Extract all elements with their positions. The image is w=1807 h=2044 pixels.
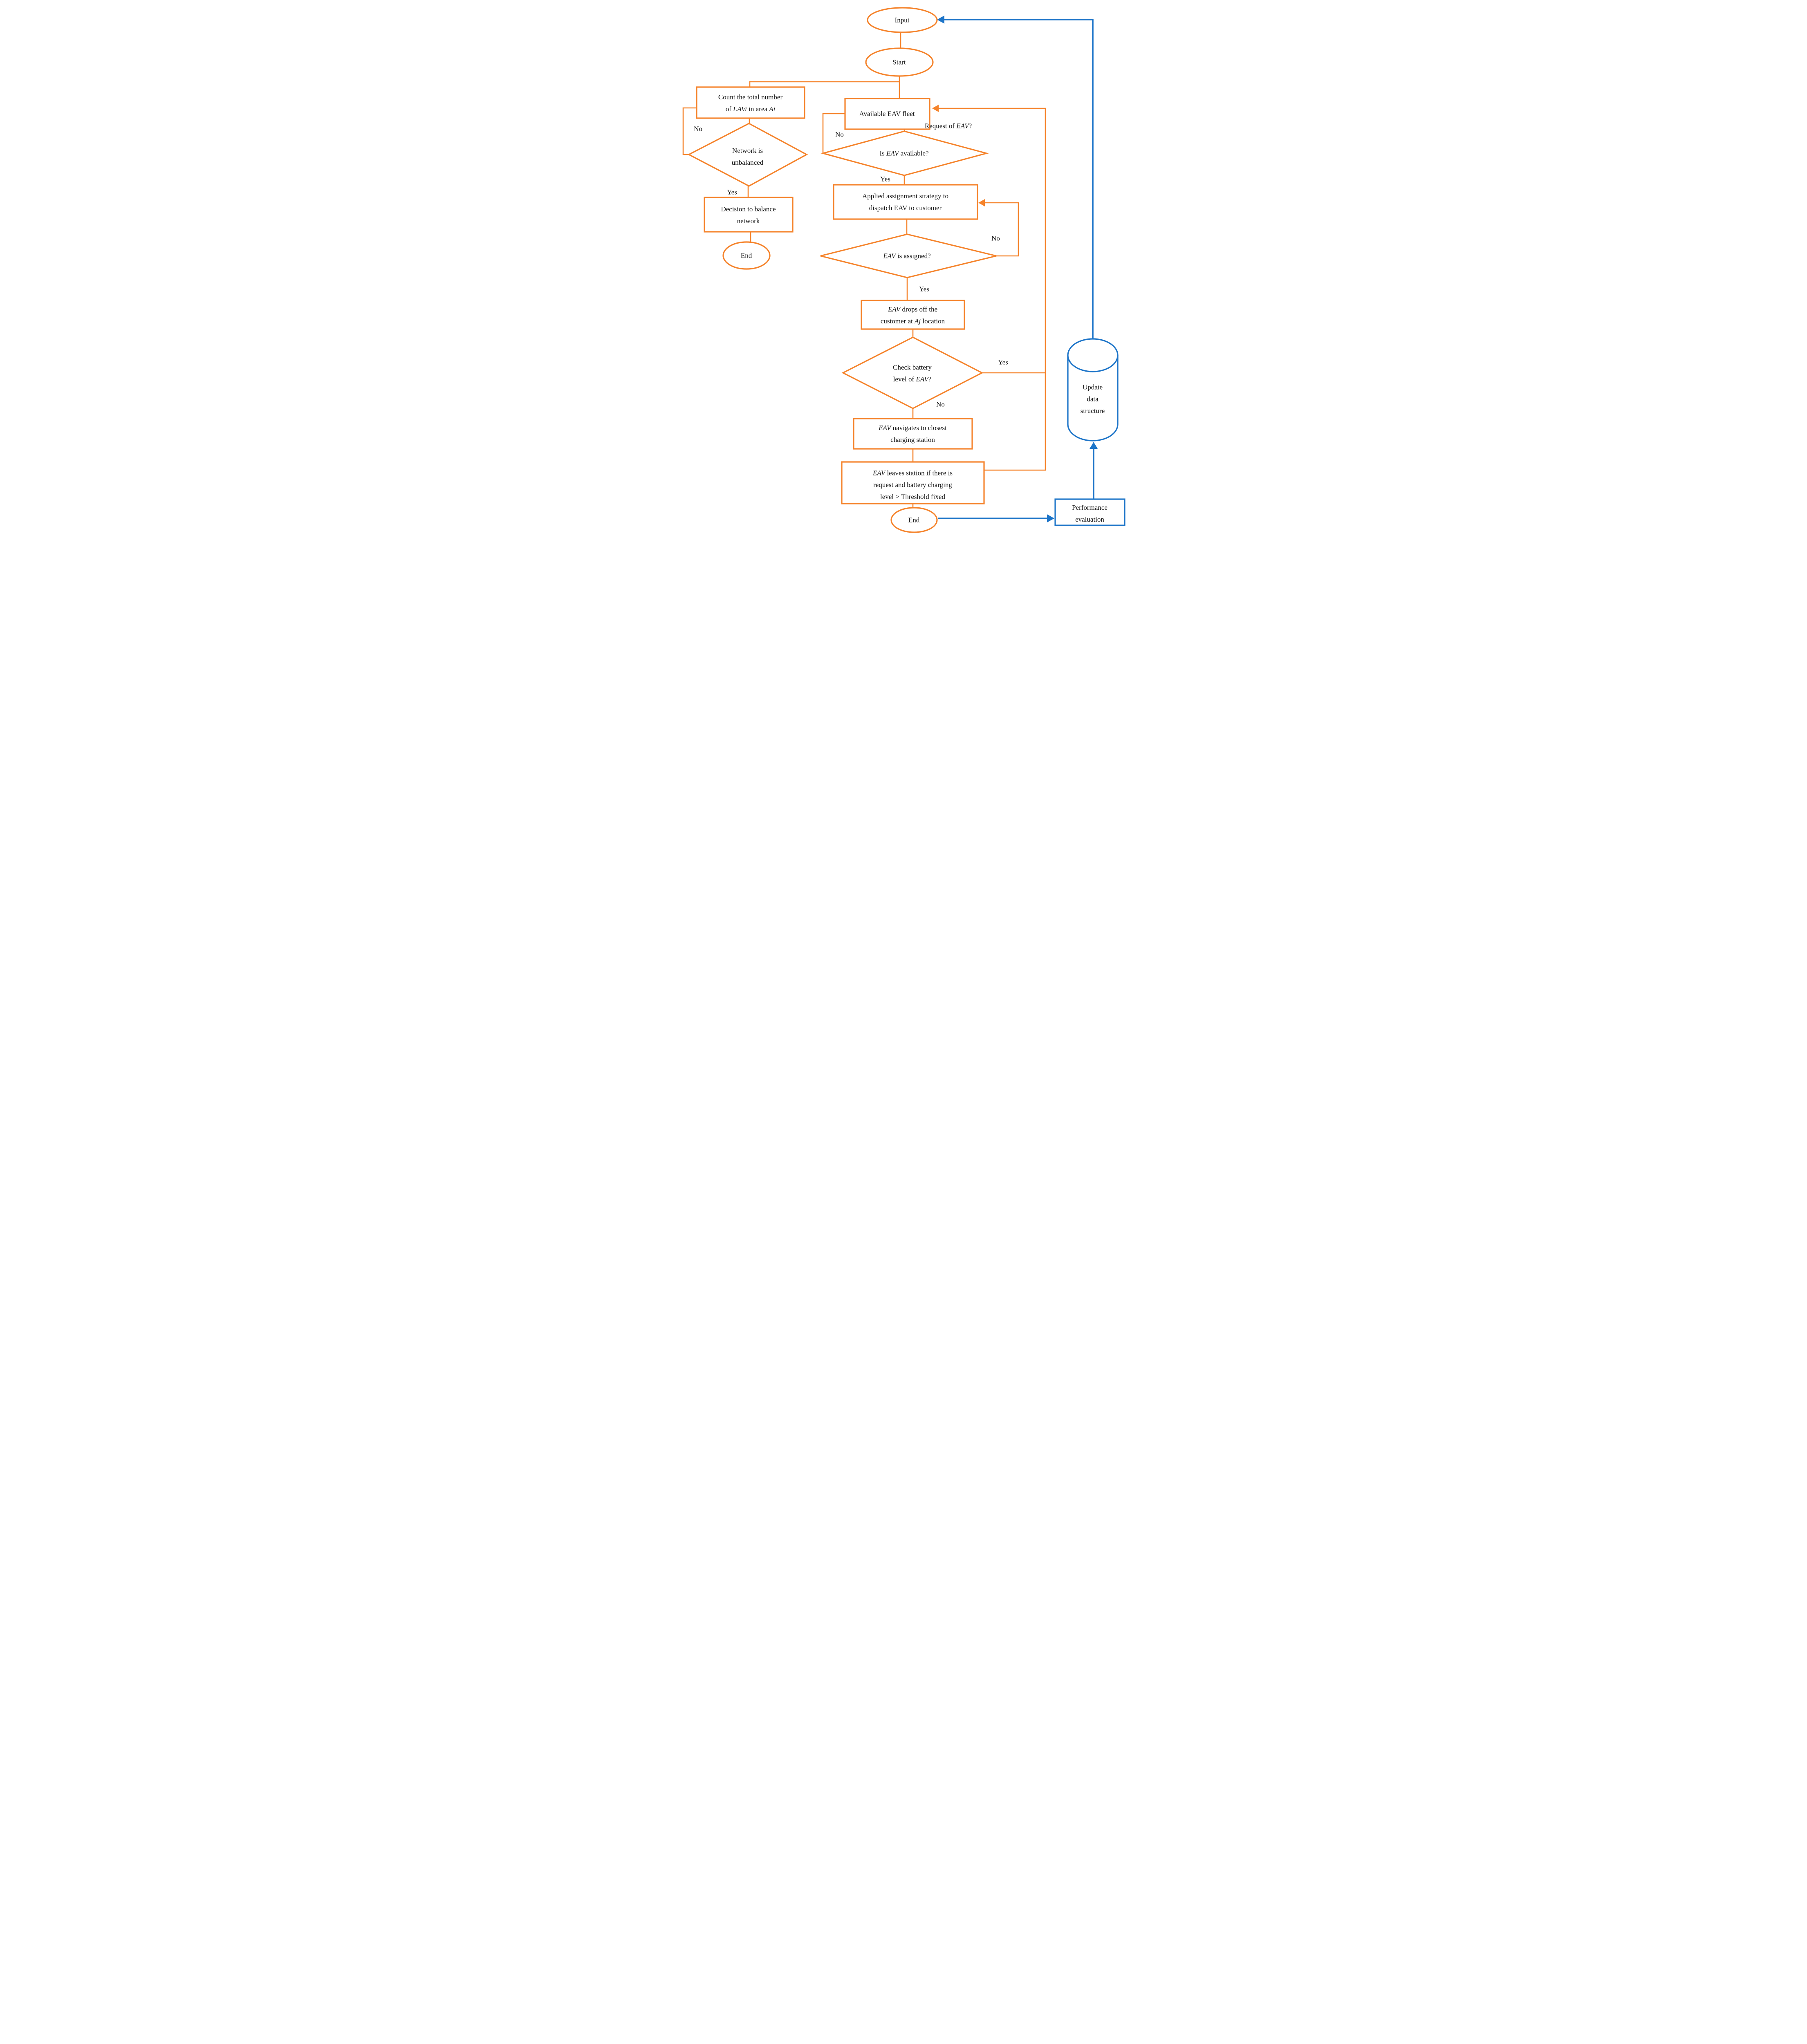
network-yes-label: Yes (727, 188, 737, 196)
arrowhead-into-available (932, 105, 939, 112)
network-no-label: No (694, 125, 702, 133)
edge-station-loop-to-available (935, 108, 1046, 471)
assigned-no-label: No (991, 234, 1000, 242)
node-input-ellipse (866, 7, 938, 33)
node-end-bottom-ellipse (890, 507, 938, 533)
node-leaves-station-box (841, 461, 985, 504)
node-check-battery-diamond (841, 336, 983, 409)
start-label: Start (892, 58, 906, 66)
node-available-fleet-box (844, 98, 930, 130)
orange-connectors (682, 32, 1046, 508)
node-end-left-ellipse (722, 241, 771, 270)
node-is-eav-available-diamond (820, 130, 989, 176)
node-decision-balance-box (703, 197, 794, 233)
node-navigates-box (852, 418, 973, 450)
battery-no-label: No (936, 400, 945, 408)
blue-connectors (937, 19, 1094, 519)
arrowhead-into-update (1089, 442, 1098, 449)
battery-yes-label: Yes (998, 358, 1008, 366)
node-update-cylinder-top (1067, 338, 1119, 372)
arrowhead-into-input (937, 16, 944, 24)
node-start-ellipse (865, 47, 934, 77)
node-update-cylinder-body (1067, 355, 1119, 442)
node-network-unbalanced-diamond (687, 123, 808, 187)
edge-assigned-no-loop (980, 202, 1019, 257)
node-applied-strategy-box (832, 184, 978, 220)
request-of-eav-label: Request of EAV? (924, 122, 972, 130)
available-fleet-label: Available EAV fleet (859, 110, 915, 118)
arrowhead-into-applied (978, 199, 985, 206)
node-eav-assigned-diamond (820, 233, 996, 278)
end-bottom-label: End (908, 516, 920, 524)
edge-update-to-input (942, 19, 1094, 339)
node-drops-off-box (860, 300, 965, 330)
node-performance-box (1054, 498, 1125, 526)
eav-assigned-label: EAV is assigned? (883, 252, 931, 260)
flowchart-diagram (682, 7, 1125, 533)
assigned-yes-label: Yes (919, 285, 929, 293)
input-label: Input (895, 16, 910, 24)
blue-shapes (1054, 338, 1125, 526)
edge-start-branch-left (749, 81, 899, 87)
node-count-box (695, 86, 805, 119)
arrowhead-into-performance (1047, 514, 1054, 522)
edge-network-no-loop (682, 107, 697, 155)
available-no-label: No (835, 130, 844, 139)
end-left-label: End (740, 251, 752, 260)
is-eav-available-label: Is EAV available? (879, 149, 929, 157)
orange-shapes (687, 7, 996, 533)
available-yes-label: Yes (880, 175, 890, 183)
edge-available-no-loop (822, 113, 845, 153)
